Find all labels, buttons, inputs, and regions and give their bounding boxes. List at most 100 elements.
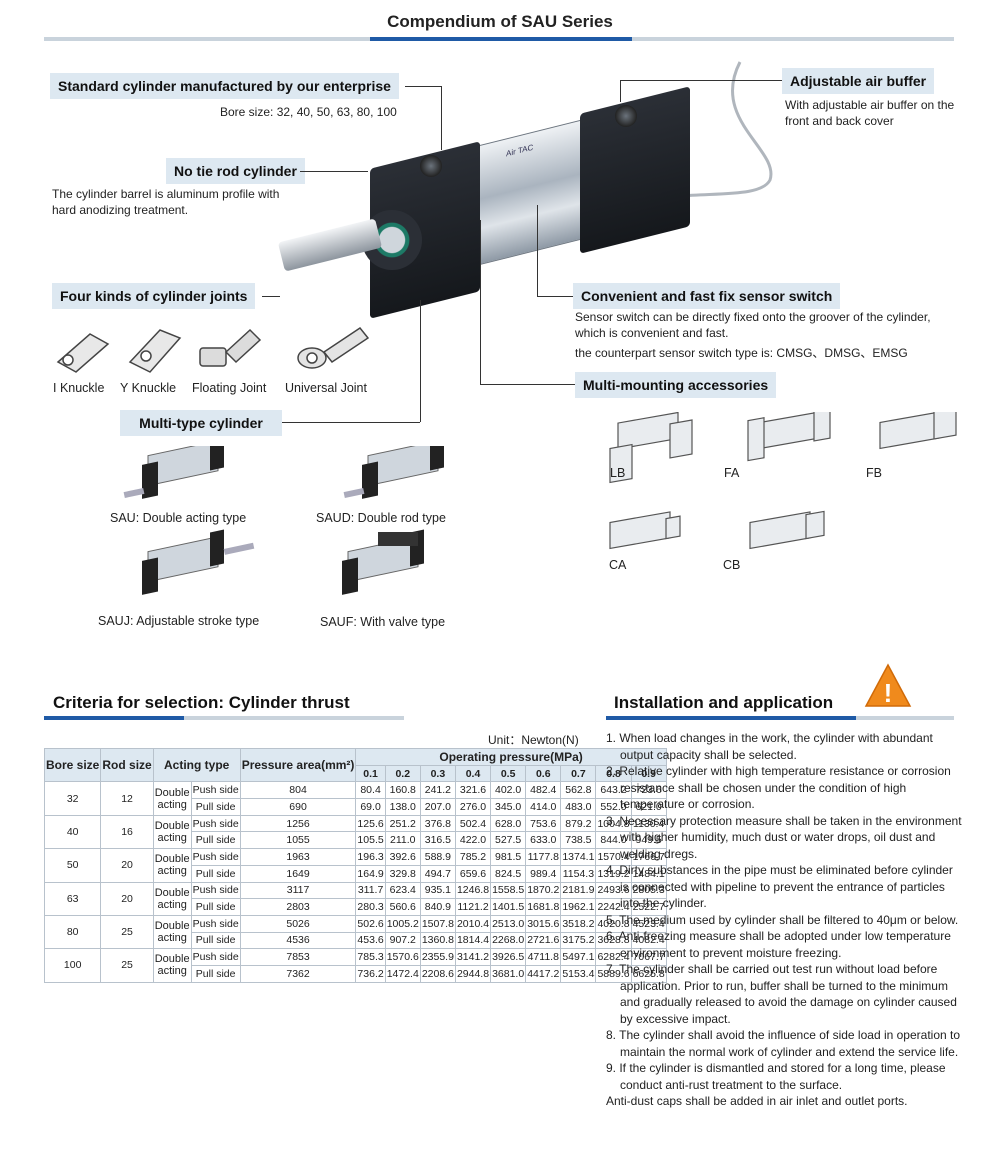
thrust-cell: 1004.8 <box>595 814 632 833</box>
saud-cylinder-icon <box>343 446 444 499</box>
cylinder-type-caption: SAUJ: Adjustable stroke type <box>98 614 260 628</box>
y-knuckle-icon <box>128 329 182 373</box>
fb-mount-icon <box>879 412 957 450</box>
thrust-cell: 2268.0 <box>490 931 527 950</box>
installation-rule-accent <box>606 716 856 720</box>
thrust-cell: 321.6 <box>454 781 492 800</box>
thrust-cell: 2181.9 <box>560 881 597 900</box>
thrust-cell: 483.0 <box>560 798 597 816</box>
warning-icon: ! <box>864 663 912 708</box>
bore-cell: 32 <box>43 781 102 816</box>
area-cell: 2803 <box>239 898 357 916</box>
multi-type-tag: Multi-type cylinder <box>120 410 282 436</box>
leader-line <box>620 80 782 81</box>
thrust-cell: 527.5 <box>490 831 527 850</box>
thrust-cell: 2944.8 <box>454 964 492 983</box>
pressure-header: 0.2 <box>384 764 421 783</box>
thrust-cell: 2355.9 <box>419 948 456 966</box>
list-item: 8. The cylinder shall avoid the influenc… <box>606 1028 961 1059</box>
acting-cell: Double acting <box>152 848 192 883</box>
thrust-cell: 3175.2 <box>560 931 597 950</box>
thrust-cell: 502.6 <box>355 914 386 933</box>
cylinder-label: Air TAC <box>506 142 534 159</box>
thrust-cell: 736.2 <box>355 964 386 983</box>
leader-line <box>480 384 575 385</box>
thrust-cell: 2805.3 <box>630 881 667 900</box>
area-cell: 7853 <box>239 948 357 966</box>
thrust-cell: 785.3 <box>355 948 386 966</box>
acting-cell: Double acting <box>152 914 192 950</box>
thrust-cell: 1814.4 <box>454 931 492 950</box>
side-cell: Pull side <box>190 831 241 850</box>
col-rod: Rod size <box>100 747 154 783</box>
air-buffer-tag: Adjustable air buffer <box>782 68 935 94</box>
thrust-cell: 207.0 <box>419 798 456 816</box>
thrust-cell: 633.0 <box>525 831 562 850</box>
thrust-cell: 6625.8 <box>630 964 667 983</box>
thrust-cell: 502.4 <box>454 814 492 833</box>
multi-mounting-tag: Multi-mounting accessories <box>575 372 777 398</box>
thrust-cell: 1130.4 <box>630 814 667 833</box>
bore-cell: 40 <box>43 814 102 850</box>
thrust-cell: 311.7 <box>355 881 386 900</box>
thrust-cell: 879.2 <box>560 814 597 833</box>
cylinder-type-caption: SAU: Double acting type <box>110 511 247 525</box>
pressure-header: 0.9 <box>630 764 667 783</box>
thrust-cell: 785.2 <box>454 848 492 866</box>
rod-cell: 16 <box>100 814 154 850</box>
rod-cell: 25 <box>100 948 154 983</box>
leader-line <box>537 296 573 297</box>
side-cell: Push side <box>190 881 241 900</box>
area-cell: 1256 <box>239 814 357 833</box>
area-cell: 1963 <box>239 848 357 866</box>
thrust-cell: 1570.4 <box>595 848 632 866</box>
thrust-cell: 2721.6 <box>525 931 562 950</box>
sensor-switch-tag: Convenient and fast fix sensor switch <box>573 283 841 309</box>
col-area: Pressure area(mm²) <box>239 747 357 783</box>
thrust-cell: 1681.8 <box>525 898 562 916</box>
side-cell: Push side <box>190 948 241 966</box>
list-item: 9. If the cylinder is dismantled and sto… <box>606 1061 946 1092</box>
thrust-cell: 2513.0 <box>490 914 527 933</box>
thrust-cell: 1246.8 <box>454 881 492 900</box>
area-cell: 5026 <box>239 914 357 933</box>
thrust-cell: 1005.2 <box>384 914 421 933</box>
sauf-cylinder-icon <box>342 529 424 595</box>
selection-rule-accent <box>44 716 184 720</box>
list-item: 2. Relative cylinder with high temperatu… <box>606 764 951 811</box>
thrust-cell: 402.0 <box>490 781 527 800</box>
list-item: 3. Necessary protection measure shall be… <box>606 813 962 861</box>
bore-cell: 80 <box>43 914 102 950</box>
thrust-cell: 628.0 <box>490 814 527 833</box>
pressure-header: 0.1 <box>355 764 386 783</box>
thrust-cell: 738.5 <box>560 831 597 850</box>
joint-icons-row <box>56 326 370 373</box>
selection-heading: Criteria for selection: Cylinder thrust <box>53 693 350 712</box>
thrust-cell: 935.1 <box>419 881 456 900</box>
pressure-header: 0.5 <box>490 764 527 783</box>
bore-cell: 50 <box>43 848 102 883</box>
list-item: 6. Anti-freezing measure shall be adopte… <box>606 929 951 960</box>
joint-caption: Floating Joint <box>192 381 267 395</box>
thrust-cell: 3681.0 <box>490 964 527 983</box>
thrust-cell: 251.2 <box>384 814 421 833</box>
side-cell: Push side <box>190 914 241 933</box>
thrust-cell: 1121.2 <box>454 898 492 916</box>
acting-cell: Double acting <box>152 814 192 850</box>
thrust-cell: 69.0 <box>355 798 386 816</box>
thrust-cell: 1472.4 <box>384 964 421 983</box>
rod-cell: 12 <box>100 781 154 816</box>
thrust-cell: 4523.4 <box>630 914 667 933</box>
thrust-cell: 414.0 <box>525 798 562 816</box>
thrust-cell: 1154.3 <box>560 864 597 883</box>
thrust-cell: 588.9 <box>419 848 456 866</box>
thrust-cell: 753.6 <box>525 814 562 833</box>
thrust-cell: 316.5 <box>419 831 456 850</box>
pressure-header: 0.6 <box>525 764 562 783</box>
list-item: 5. The medium used by cylinder shall be … <box>606 912 959 927</box>
mounting-thumbs <box>609 412 957 550</box>
area-cell: 7362 <box>239 964 357 983</box>
